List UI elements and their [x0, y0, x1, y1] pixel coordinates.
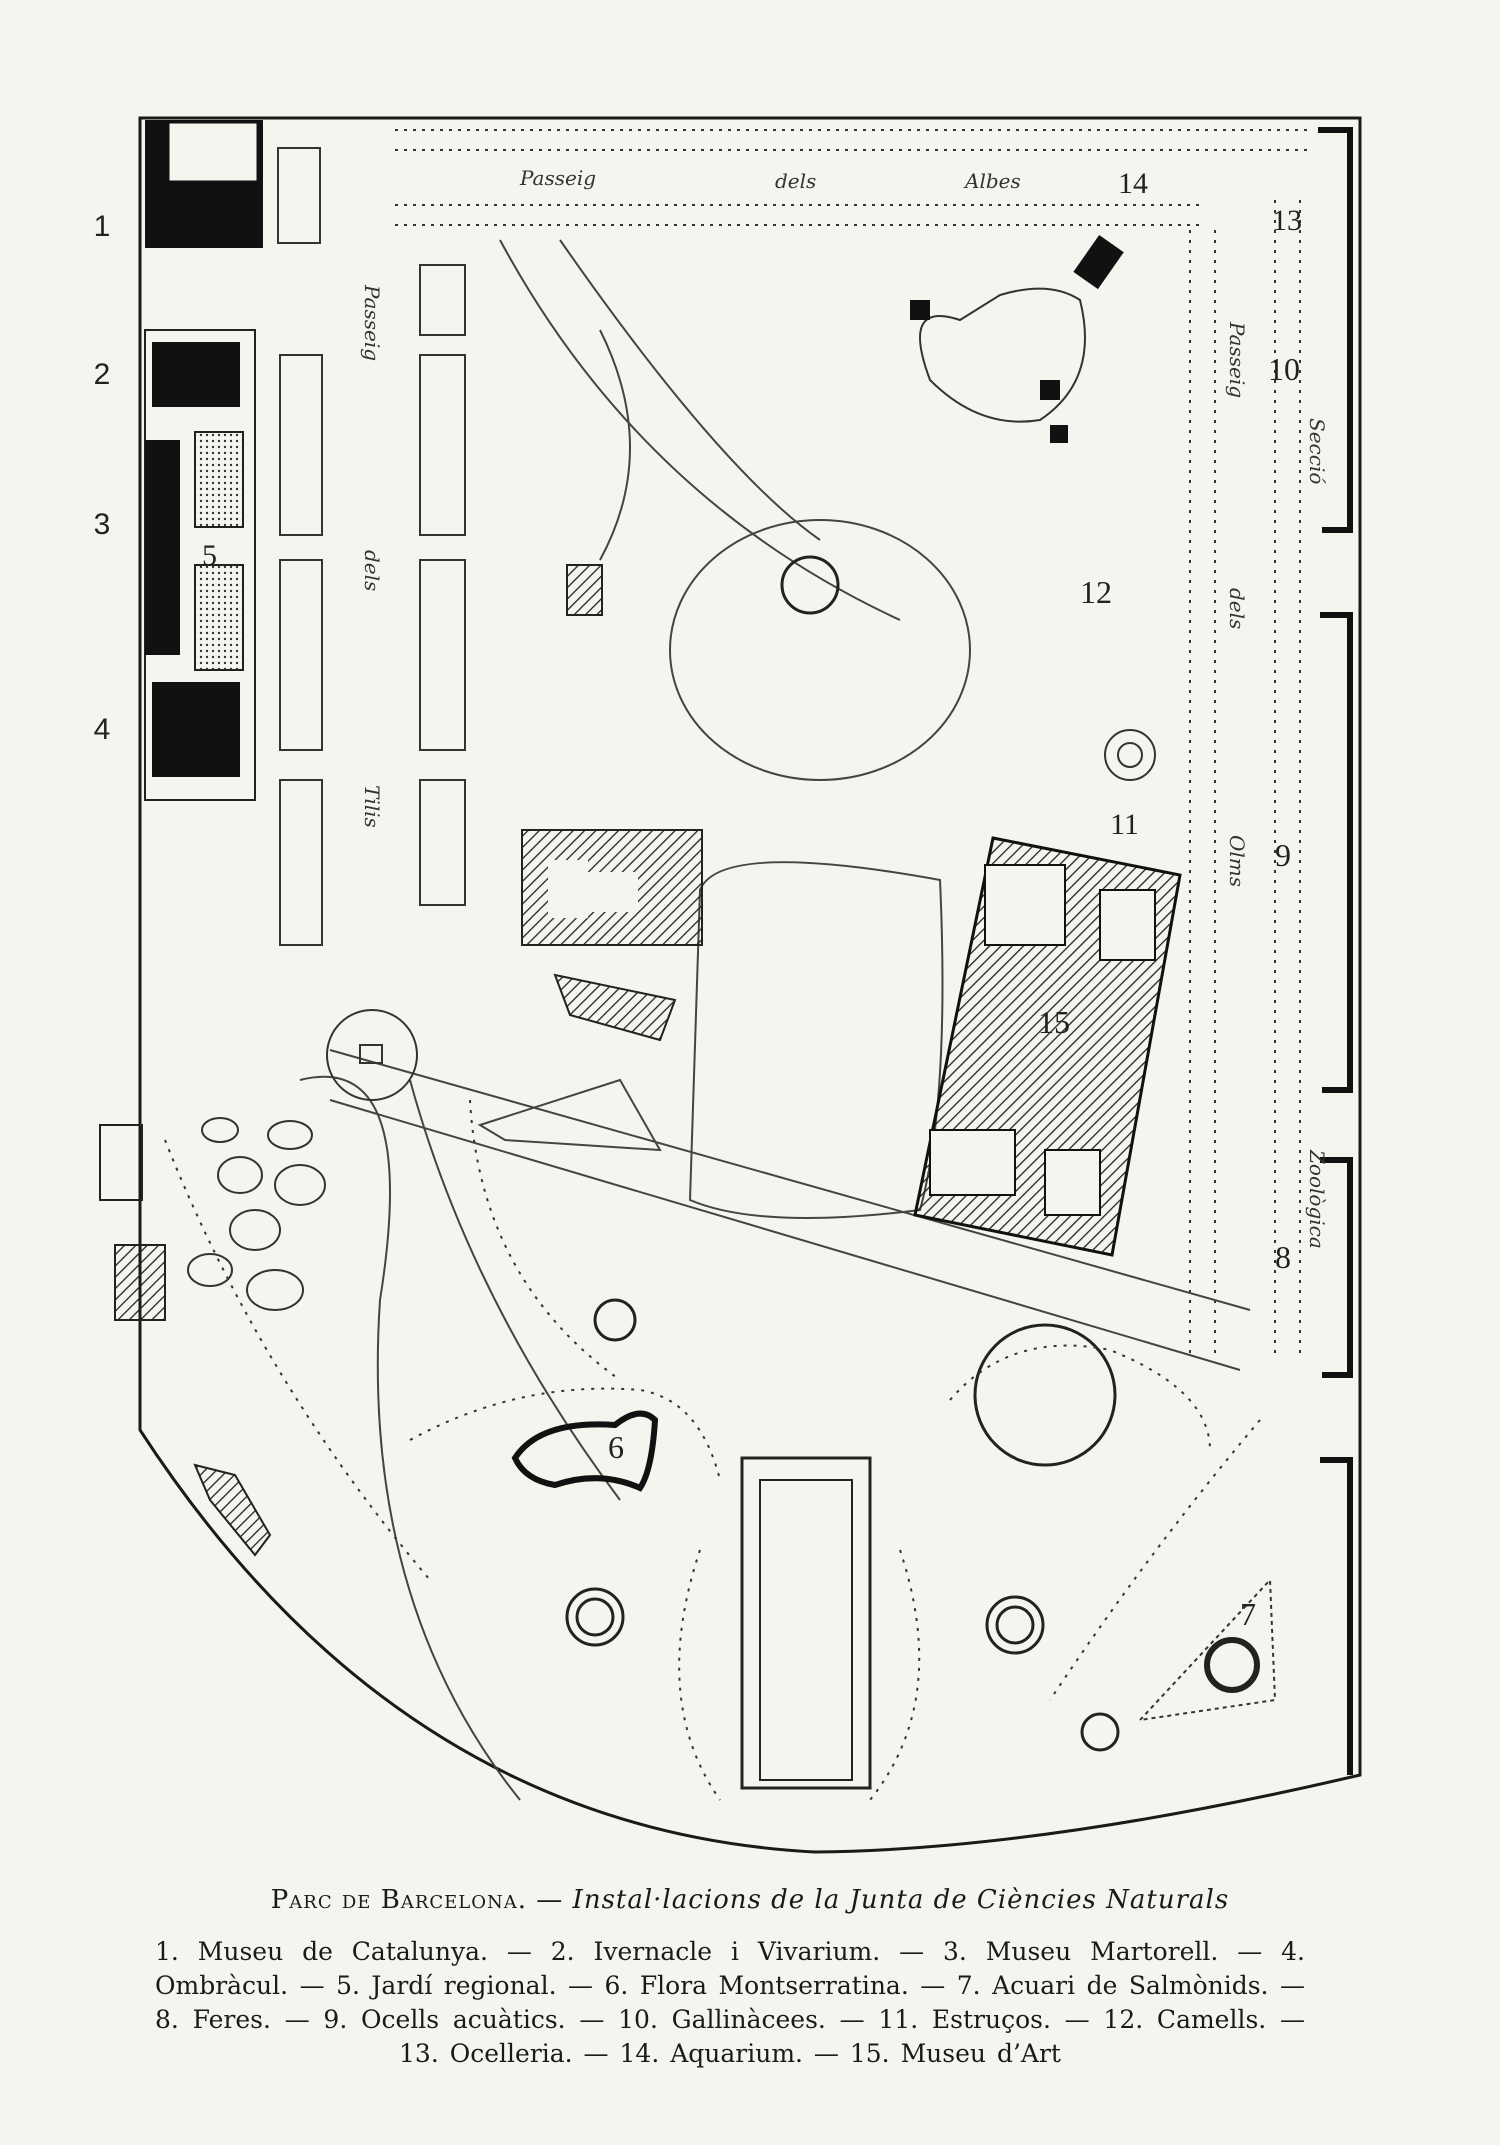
sw-garden-beds: [187, 1117, 326, 1311]
salmon-aquarium-area: [1137, 1577, 1277, 1722]
central-canal: [740, 1456, 872, 1790]
hatched-building-small: [553, 973, 677, 1042]
map-number-8: 8: [1275, 1239, 1291, 1275]
right-road-label-2: dels: [1225, 588, 1249, 629]
right-road-label-zoologica: Zoològica: [1305, 1149, 1329, 1249]
map-number-10: 10: [1268, 351, 1300, 387]
side-number-3: 3: [93, 508, 111, 541]
map-number-11: 11: [1110, 808, 1139, 841]
aviary-complex: [910, 235, 1124, 443]
map-number-5: 5: [202, 539, 217, 572]
map-number-12: 12: [1080, 574, 1112, 610]
museum-art-building: [913, 836, 1182, 1257]
side-number-4: 4: [93, 713, 111, 746]
map-number-14: 14: [1118, 167, 1148, 200]
map-number-6: 6: [608, 1429, 624, 1465]
caption-dash: —: [527, 1885, 573, 1915]
left-road-label-3: Tilis: [360, 785, 384, 828]
right-road-label-seccio: Secció: [1305, 418, 1329, 484]
left-road-label-2: dels: [360, 550, 384, 591]
greenhouse-vivarium: [152, 342, 240, 407]
roundabout: [326, 1009, 418, 1101]
road-labels: Passeig dels Albes Passeig dels Tilis Pa…: [360, 166, 1329, 1249]
hatched-building-north: [521, 829, 703, 946]
paths: [299, 239, 1251, 1801]
museum-martorell: [145, 440, 180, 655]
roundels: [565, 1298, 1260, 1752]
right-road-label-3: Olms: [1225, 835, 1249, 887]
regional-garden-2: [194, 564, 244, 671]
map-number-labels: 5 6 7 8 9 10 11 12 13 14 15: [202, 167, 1302, 1632]
right-wall: [1318, 127, 1353, 533]
side-number-1: 1: [93, 210, 111, 243]
map-number-13: 13: [1272, 204, 1302, 237]
map-number-15: 15: [1038, 1004, 1070, 1040]
map-number-7: 7: [1240, 1596, 1256, 1632]
regional-garden-1: [194, 431, 244, 528]
umbracle: [152, 682, 240, 777]
top-road-label-3: Albes: [963, 169, 1021, 193]
park-boundary: [138, 116, 1362, 1854]
lower-tree-walks: [164, 1099, 1261, 1801]
central-fountain: [780, 555, 840, 615]
top-road-label-2: dels: [775, 169, 816, 193]
right-tree-rows: [1189, 200, 1301, 1360]
side-number-2: 2: [93, 358, 111, 391]
left-road-label-1: Passeig: [360, 284, 384, 361]
left-avenue-blocks: [277, 147, 466, 946]
flora-montserratina: [511, 1410, 659, 1492]
right-road-label-1: Passeig: [1225, 321, 1249, 398]
map-legend: 1. Museu de Catalunya. — 2. Ivernacle i …: [155, 1937, 1305, 2068]
map-number-9: 9: [1275, 837, 1291, 873]
caption-subtitle: Instal·lacions de la Junta de Ciències N…: [572, 1885, 1230, 1915]
top-road-label-1: Passeig: [519, 166, 596, 190]
caption-title: Parc de Barcelona.: [270, 1885, 528, 1915]
map-caption: Parc de Barcelona. — Instal·lacions de l…: [150, 1885, 1350, 1915]
